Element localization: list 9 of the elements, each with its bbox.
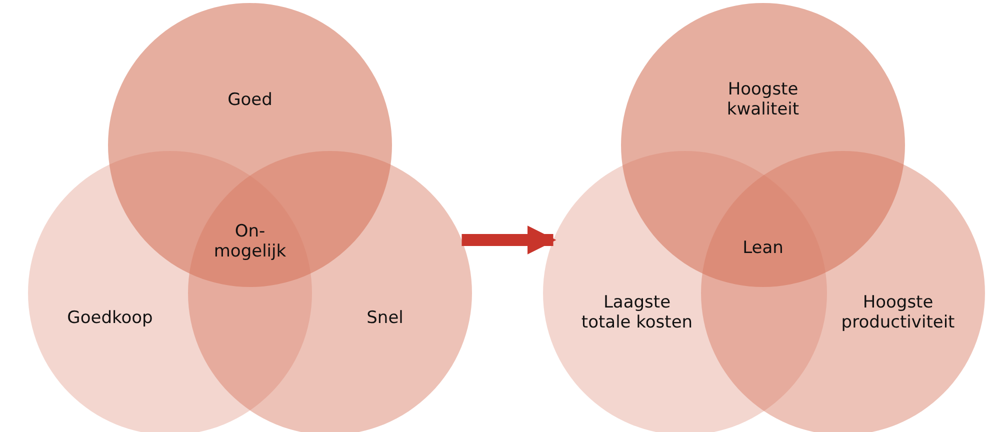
circle-label: Laagste totale kosten (580, 292, 694, 334)
intersection-label: Lean (742, 238, 784, 258)
intersection-label: On-mogelijk (212, 222, 288, 262)
circle-label: Snel (366, 308, 404, 328)
circle-label: Goed (226, 90, 274, 110)
circle-label: Goedkoop (66, 308, 154, 328)
circle-label: Hoogste productiviteit (840, 292, 956, 334)
arrow (462, 226, 556, 254)
circle-label: Hoogste kwaliteit (726, 80, 800, 120)
